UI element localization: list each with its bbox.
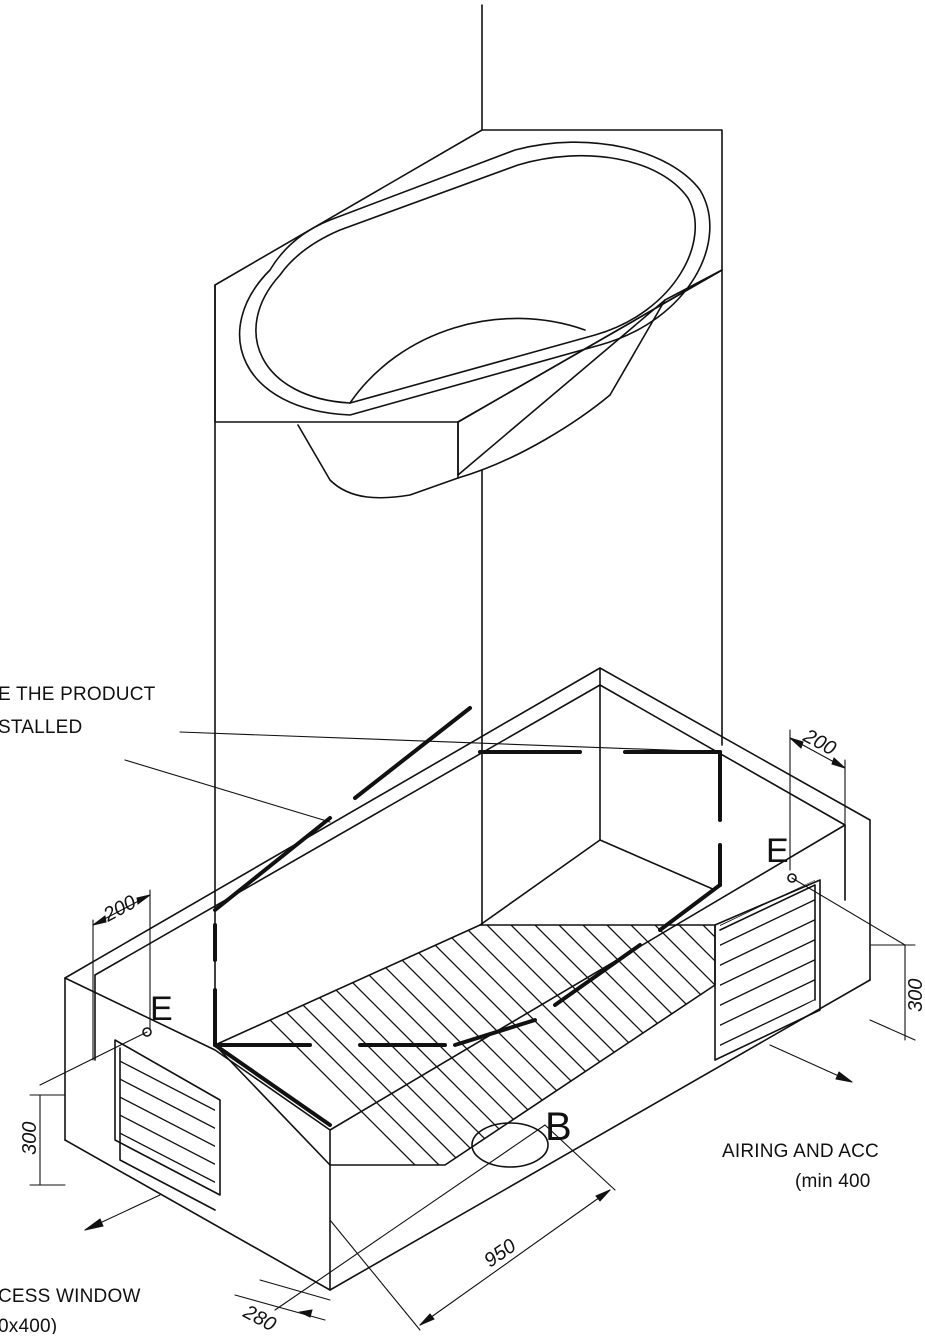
drain xyxy=(274,1122,549,1311)
dim-label-950: 950 xyxy=(480,1235,520,1272)
airing-arrows xyxy=(84,1044,853,1231)
note-airing-line1: AIRING AND ACC xyxy=(722,1141,879,1162)
left-access-panel xyxy=(110,1039,230,1280)
hatch-line xyxy=(120,1045,215,1083)
hatch-line xyxy=(269,925,571,1165)
dim-label-right-200: 200 xyxy=(799,725,840,761)
hatch-line xyxy=(710,1055,825,1110)
bathtub xyxy=(214,129,723,499)
hatch-line xyxy=(341,925,643,1165)
hatch-line xyxy=(317,925,619,1165)
hatch-line xyxy=(605,925,715,1165)
hatch-line xyxy=(293,925,595,1165)
hatch-line xyxy=(120,1109,215,1173)
note-airing-line2: (min 400 xyxy=(795,1171,871,1192)
right-access-panel xyxy=(710,879,825,1130)
hatch-line xyxy=(720,894,815,951)
tub-footprint-outline xyxy=(213,706,722,1127)
dim-left-200 xyxy=(92,889,151,1061)
dim-280 xyxy=(234,1279,331,1321)
hatch-line xyxy=(215,925,499,1165)
hatch-line xyxy=(120,1091,215,1155)
hatch-line xyxy=(720,914,815,971)
hatch-line xyxy=(653,925,715,1165)
hatch-line xyxy=(120,1127,215,1190)
note-product-line1: E THE PRODUCT xyxy=(0,684,156,705)
hatch-line xyxy=(120,1073,215,1137)
hatch-line xyxy=(365,925,667,1165)
hatch-line xyxy=(110,1218,230,1280)
hatch-line xyxy=(720,954,815,1011)
hatch-line xyxy=(215,925,451,1165)
hatch-line xyxy=(710,1075,825,1130)
electric-label-right: E xyxy=(766,832,789,870)
base-box xyxy=(64,667,871,1291)
product-note-leaders xyxy=(124,731,721,823)
note-product-line2: STALLED xyxy=(0,717,82,738)
hatch-line xyxy=(720,974,815,1031)
dim-right-200 xyxy=(789,729,846,901)
hatch-line xyxy=(629,925,715,1165)
dim-left-300 xyxy=(29,1094,66,1186)
hatch-line xyxy=(437,925,715,1165)
projection-lines xyxy=(214,269,723,1046)
hatch-line xyxy=(720,994,815,1050)
hatch-line xyxy=(120,1163,215,1190)
dim-950 xyxy=(329,1124,616,1331)
electric-label-left: E xyxy=(150,990,173,1028)
dim-label-right-300: 300 xyxy=(905,979,925,1012)
dim-right-300 xyxy=(869,944,916,1041)
hatch-line xyxy=(461,925,715,1165)
note-window-line2: 0x400) xyxy=(0,1316,57,1334)
dim-label-left-300: 300 xyxy=(19,1122,41,1155)
hatch-line xyxy=(720,880,815,931)
hatch-line xyxy=(720,934,815,991)
note-window-line1: CESS WINDOW xyxy=(0,1286,141,1307)
hatch-line xyxy=(120,1055,215,1119)
drain-label: B xyxy=(545,1105,572,1149)
